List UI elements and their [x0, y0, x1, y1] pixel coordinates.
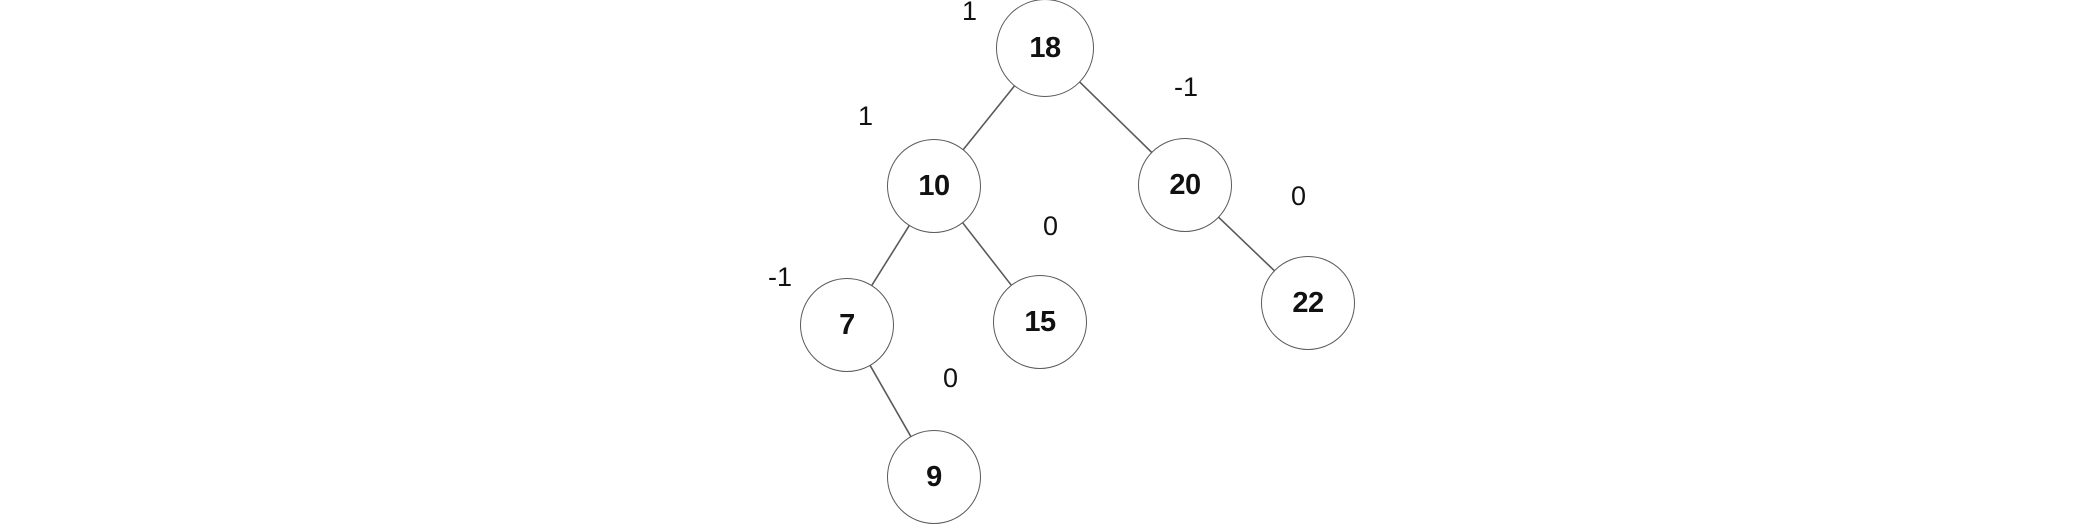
tree-edge-18-to-20: [1079, 81, 1153, 153]
tree-edge-18-to-10: [962, 85, 1016, 151]
tree-node-key-label: 22: [1292, 286, 1324, 319]
tree-node-key-label: 18: [1029, 31, 1061, 64]
tree-node-key-label: 7: [839, 308, 855, 341]
balance-factor-label-9: 0: [943, 363, 959, 393]
balance-factor-label-18: 1: [962, 0, 978, 26]
tree-node-7[interactable]: 7: [800, 278, 894, 372]
balance-factor-label-20: -1: [1174, 72, 1199, 102]
tree-node-9[interactable]: 9: [887, 430, 981, 524]
tree-node-18[interactable]: 18: [996, 0, 1094, 97]
tree-edge-7-to-9: [869, 364, 912, 438]
tree-node-key-label: 20: [1169, 168, 1201, 201]
tree-edge-10-to-15: [962, 222, 1012, 286]
tree-node-20[interactable]: 20: [1138, 138, 1232, 232]
tree-node-key-label: 9: [926, 460, 942, 493]
balance-factor-label-22: 0: [1291, 181, 1307, 211]
tree-node-key-label: 15: [1024, 305, 1056, 338]
tree-node-key-label: 10: [918, 169, 950, 202]
tree-edge-10-to-7: [871, 225, 910, 286]
balance-factor-label-10: 1: [858, 101, 874, 131]
tree-edge-20-to-22: [1218, 216, 1275, 272]
tree-node-15[interactable]: 15: [993, 275, 1087, 369]
balance-factor-label-15: 0: [1043, 211, 1059, 241]
tree-node-10[interactable]: 10: [887, 139, 981, 233]
tree-node-22[interactable]: 22: [1261, 256, 1355, 350]
balance-factor-label-7: -1: [768, 262, 793, 292]
